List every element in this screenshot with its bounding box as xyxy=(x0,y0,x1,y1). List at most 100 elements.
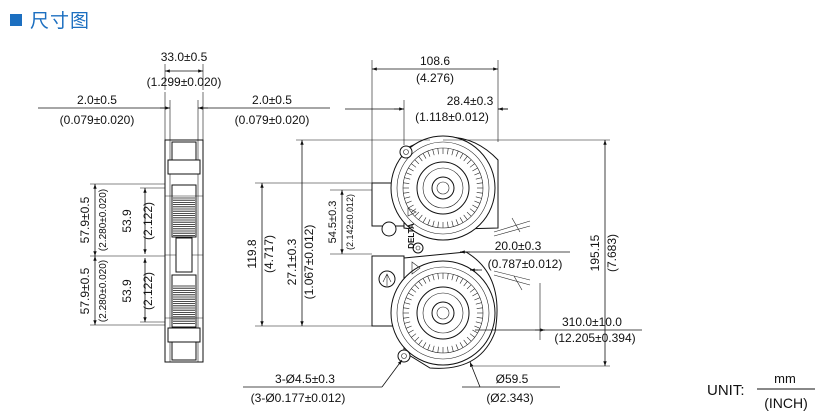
impeller-blade xyxy=(466,284,472,290)
impeller-blade xyxy=(463,339,468,345)
unit-numerator: mm xyxy=(774,371,796,386)
dim-outer-upper: 57.9±0.5 xyxy=(78,196,92,243)
impeller-blade xyxy=(455,219,459,226)
dim-gap-inch: (0.787±0.012) xyxy=(488,257,563,271)
impeller-blade xyxy=(427,150,431,157)
section-title: 尺寸图 xyxy=(30,10,91,32)
impeller-blade xyxy=(475,196,482,199)
impeller-blade xyxy=(403,192,410,194)
impeller-blade xyxy=(447,148,449,155)
impeller-blade xyxy=(447,221,449,228)
impeller-blade xyxy=(466,211,472,217)
impeller-blade xyxy=(455,344,459,351)
impeller-blade xyxy=(427,275,431,282)
impeller-blade xyxy=(469,208,475,213)
dim-top-width-inch: (1.299±0.020) xyxy=(147,75,222,89)
impeller-blade xyxy=(405,172,412,176)
impeller-blade xyxy=(405,297,412,301)
impeller-blade xyxy=(447,273,449,280)
impeller-blade xyxy=(459,153,464,159)
dim-holes-inch: (3-Ø0.177±0.012) xyxy=(251,391,346,405)
dim-overall-width: 108.6 xyxy=(420,54,450,68)
impeller-blade xyxy=(451,345,454,352)
dim-lead-length-inch: (12.205±0.394) xyxy=(554,331,635,345)
impeller-blade xyxy=(475,177,482,180)
dim-left-wall-inch: (0.079±0.020) xyxy=(60,113,135,127)
impeller-blade xyxy=(463,214,468,220)
impeller-blade xyxy=(463,156,468,162)
impeller-blade xyxy=(437,148,439,155)
impeller-blade xyxy=(474,325,481,329)
impeller-blade xyxy=(437,273,439,280)
impeller-blade xyxy=(474,200,481,204)
impeller-blade xyxy=(403,317,410,319)
impeller-blade xyxy=(408,167,414,172)
unit-denominator: (INCH) xyxy=(764,395,808,411)
dim-center-height-inch: (1.067±0.012) xyxy=(302,225,316,300)
impeller-blade xyxy=(418,281,423,287)
impeller-blade xyxy=(476,317,483,319)
impeller-blade xyxy=(469,288,475,293)
impeller-blade xyxy=(404,177,411,180)
impeller-blade xyxy=(469,163,475,168)
dim-overall-height: 195.15 xyxy=(588,234,602,271)
impeller-blade xyxy=(472,167,478,172)
impeller-blade xyxy=(476,307,483,309)
impeller-blade xyxy=(432,149,435,156)
impeller-blade xyxy=(472,292,478,297)
dim-bracket-height-inch: (2.142±0.012) xyxy=(345,194,355,250)
impeller-blade xyxy=(451,149,454,156)
impeller-blade xyxy=(455,275,459,282)
dim-offset-width-inch: (1.118±0.012) xyxy=(415,110,489,124)
unit-legend: UNIT: mm (INCH) xyxy=(707,371,815,411)
impeller-blade xyxy=(405,325,412,329)
lower-fan xyxy=(390,260,496,366)
front-view: DELTA 108.6 (4.276) 28.4±0.3 (1.118±0.01… xyxy=(243,54,642,405)
impeller-blade xyxy=(403,307,410,309)
impeller-blade xyxy=(476,192,483,194)
dim-bracket-height: 54.5±0.3 xyxy=(327,201,339,244)
impeller-blade xyxy=(405,200,412,204)
dim-right-wall-inch: (0.079±0.020) xyxy=(235,113,310,127)
impeller-blade xyxy=(466,159,472,165)
impeller-blade xyxy=(475,321,482,324)
impeller-blade xyxy=(472,329,478,334)
upper-fan xyxy=(390,135,496,241)
dim-body-height-inch: (4.717) xyxy=(262,235,276,273)
dim-center-height: 27.1±0.3 xyxy=(285,238,299,285)
dim-holes: 3-Ø4.5±0.3 xyxy=(275,372,335,386)
dim-inner-lower: 53.9 xyxy=(120,279,134,303)
impeller-blade xyxy=(414,211,420,217)
impeller-blade xyxy=(476,182,483,184)
impeller-blade xyxy=(404,302,411,305)
impeller-blade xyxy=(411,163,417,168)
dim-outer-upper-inch: (2.280±0.020) xyxy=(98,189,109,251)
impeller-blade xyxy=(414,159,420,165)
dim-overall-height-inch: (7.683) xyxy=(605,234,619,272)
impeller-blade xyxy=(437,346,439,353)
dim-outer-lower: 57.9±0.5 xyxy=(78,267,92,314)
impeller-blade xyxy=(408,329,414,334)
impeller-blade xyxy=(451,220,454,227)
dim-outer-lower-inch: (2.280±0.020) xyxy=(98,260,109,322)
impeller-blade xyxy=(469,333,475,338)
mount-hole-middle xyxy=(412,242,424,254)
impeller-blade xyxy=(411,333,417,338)
impeller-blade xyxy=(422,278,427,284)
impeller-blade xyxy=(414,336,420,342)
impeller-blade xyxy=(432,345,435,352)
impeller-blade xyxy=(418,339,423,345)
side-view: 33.0±0.5 (1.299±0.020) 2.0±0.5 (0.079±0.… xyxy=(38,50,330,363)
dim-body-height: 119.8 xyxy=(245,239,259,268)
impeller-blade xyxy=(475,302,482,305)
dim-offset-width: 28.4±0.3 xyxy=(447,94,494,108)
dim-lead-length: 310.0±10.0 xyxy=(562,315,622,329)
dim-inner-lower-inch: (2.122) xyxy=(141,272,155,310)
impeller-blade xyxy=(459,342,464,348)
lead-wires xyxy=(493,217,531,291)
impeller-blade xyxy=(472,204,478,209)
impeller-blade xyxy=(427,344,431,351)
impeller-blade xyxy=(422,342,427,348)
mount-hole-top xyxy=(399,145,413,159)
impeller-blade xyxy=(418,156,423,162)
